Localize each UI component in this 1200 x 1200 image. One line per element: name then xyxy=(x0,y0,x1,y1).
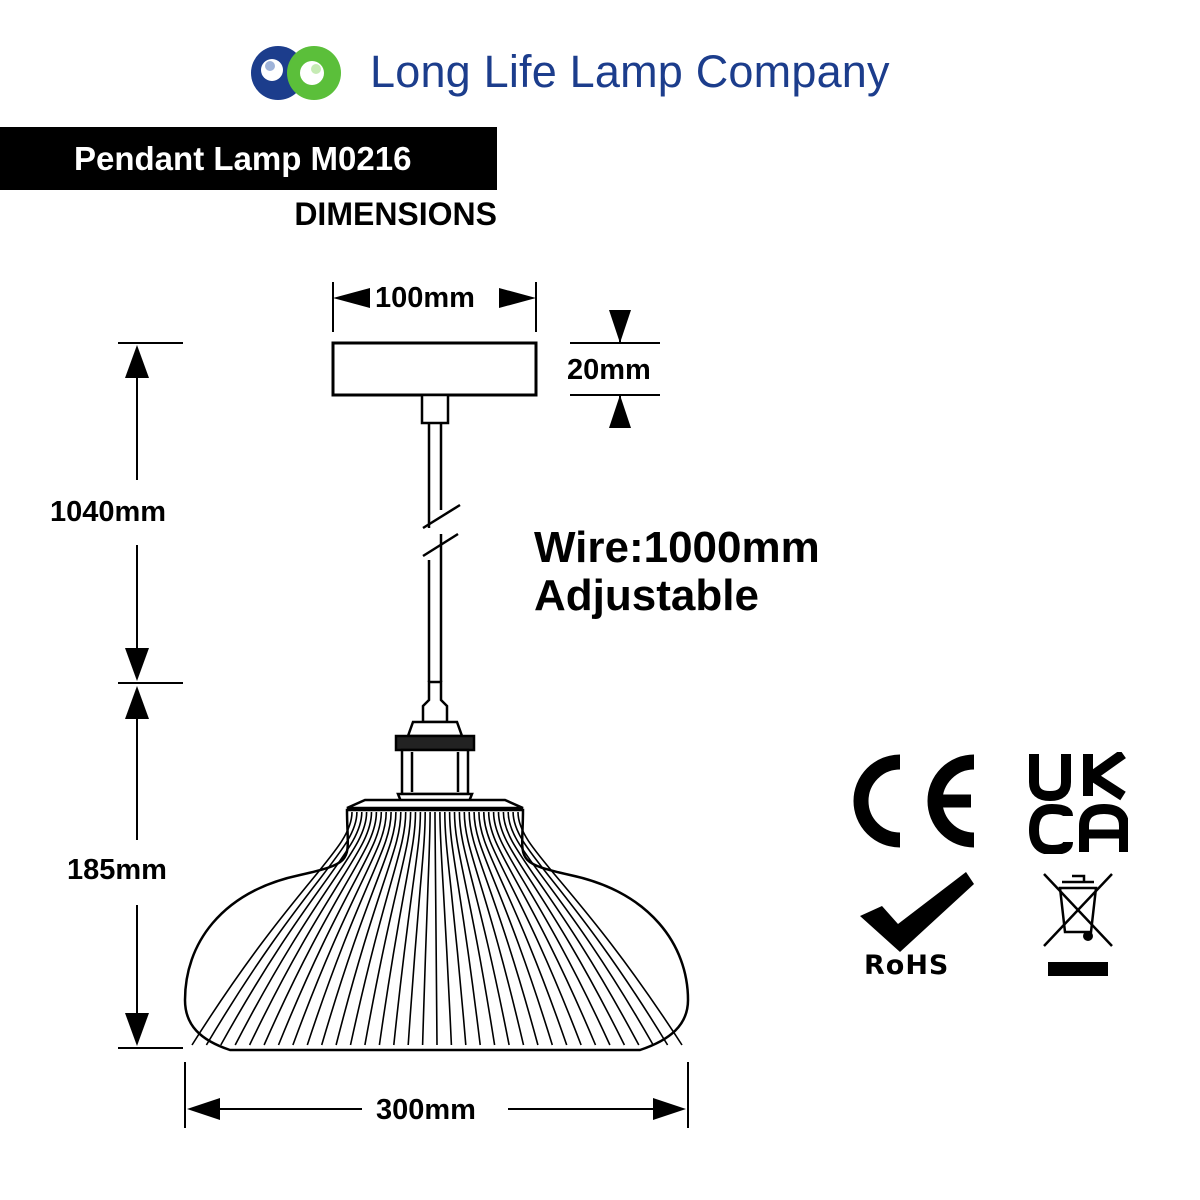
brand-logo-icon xyxy=(251,46,341,100)
rohs-label: RoHS xyxy=(864,950,950,981)
canopy-width-label: 100mm xyxy=(375,282,475,314)
cord-grip xyxy=(420,393,450,425)
arrow-down-icon xyxy=(609,310,631,343)
height-dimensions xyxy=(118,342,183,1049)
shade-rib xyxy=(502,811,640,1046)
shade-rib xyxy=(234,811,368,1046)
shade-width-label: 300mm xyxy=(376,1094,476,1126)
ce-mark-icon xyxy=(853,754,975,848)
shade-rib xyxy=(191,811,353,1046)
shade-rib xyxy=(507,811,654,1046)
shade-width-dimension xyxy=(184,1062,689,1128)
shade-height-label: 185mm xyxy=(67,854,167,886)
arrow-up-icon xyxy=(125,686,149,719)
shade-rib xyxy=(306,811,392,1046)
canopy-height-label: 20mm xyxy=(567,354,651,386)
shade-rib xyxy=(320,811,397,1046)
shade-rib xyxy=(205,811,358,1046)
section-title: DIMENSIONS xyxy=(294,196,497,232)
shade-rib xyxy=(512,811,669,1046)
wire-adjustable-label: Adjustable xyxy=(534,571,759,620)
shade-rib xyxy=(473,811,554,1046)
shade-rib xyxy=(292,811,387,1046)
brand-name: Long Life Lamp Company xyxy=(370,46,890,97)
arrow-up-icon xyxy=(609,395,631,428)
shade-rib xyxy=(378,811,417,1046)
shade-rib xyxy=(487,811,597,1046)
rohs-check-icon xyxy=(860,872,974,952)
shade-rib xyxy=(349,811,407,1046)
shade-rib xyxy=(434,811,438,1046)
shade-rib xyxy=(483,811,582,1046)
wire-length-label: Wire:1000mm xyxy=(534,523,820,572)
shade-rib xyxy=(444,811,467,1046)
shade-rib xyxy=(407,811,426,1046)
shade-rib xyxy=(421,811,431,1046)
crossed-wheelie-bin-icon xyxy=(1043,873,1113,976)
lamp-socket xyxy=(394,680,476,806)
arrow-right-icon xyxy=(499,288,536,308)
arrow-left-icon xyxy=(187,1098,220,1120)
shade-rib xyxy=(364,811,412,1046)
ceiling-canopy xyxy=(331,341,538,397)
canopy-width-dimension xyxy=(332,282,537,332)
shade-rib xyxy=(448,811,481,1046)
suspension-wire xyxy=(422,423,461,682)
shade-ribs xyxy=(191,811,683,1046)
shade-rib xyxy=(263,811,378,1046)
shade-rib xyxy=(458,811,510,1046)
product-title-bar: Pendant Lamp M0216 xyxy=(0,127,497,190)
ukca-mark-icon xyxy=(1028,752,1128,854)
product-title: Pendant Lamp M0216 xyxy=(74,140,412,177)
shade-rib xyxy=(492,811,611,1046)
suspension-length-label: 1040mm xyxy=(50,496,167,528)
arrow-left-icon xyxy=(333,288,370,308)
arrow-down-icon xyxy=(125,1013,149,1046)
shade-rib xyxy=(468,811,539,1046)
shade-rib xyxy=(393,811,422,1046)
arrow-down-icon xyxy=(125,648,149,681)
shade-rib xyxy=(335,811,402,1046)
shade-rib xyxy=(497,811,626,1046)
arrow-right-icon xyxy=(653,1098,686,1120)
shade-rib xyxy=(248,811,373,1046)
shade-rib xyxy=(453,811,496,1046)
shade-rib xyxy=(463,811,525,1046)
shade-rib xyxy=(277,811,383,1046)
shade-rib xyxy=(478,811,568,1046)
wire-note: Wire:1000mm Adjustable xyxy=(534,524,820,620)
shade-rib xyxy=(439,811,453,1046)
shade-rib xyxy=(220,811,363,1046)
shade-rib xyxy=(517,811,683,1046)
arrow-up-icon xyxy=(125,345,149,378)
